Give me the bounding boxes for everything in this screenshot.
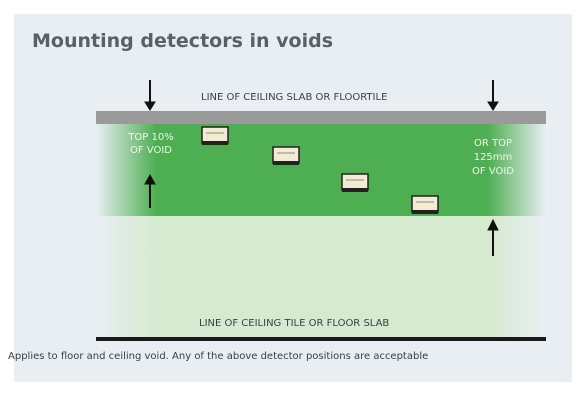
ceiling-slab-line [96, 111, 546, 124]
top-void-band [96, 124, 546, 216]
left-zone-label-2: OF VOID [130, 145, 172, 156]
right-zone-label-3: OF VOID [472, 166, 514, 177]
smoke-detector-icon [341, 173, 369, 192]
floor-slab-line [96, 337, 546, 341]
right-zone-label-2: 125mm [473, 152, 513, 163]
fade-left [96, 120, 156, 338]
arrow-up-icon [144, 173, 156, 208]
arrow-down-icon [144, 80, 156, 111]
left-zone-label-1: TOP 10% [128, 132, 174, 143]
smoke-detector-icon [201, 126, 229, 145]
smoke-detector-icon [272, 146, 300, 165]
smoke-detector-icon [411, 195, 439, 214]
arrow-up-icon [487, 218, 499, 256]
diagram-caption: Applies to floor and ceiling void. Any o… [8, 351, 429, 362]
diagram-title: Mounting detectors in voids [32, 30, 334, 52]
right-zone-label-1: OR TOP [473, 138, 512, 149]
bottom-line-label: LINE OF CEILING TILE OR FLOOR SLAB [199, 318, 390, 329]
top-line-label: LINE OF CEILING SLAB OR FLOORTILE [201, 92, 388, 103]
arrow-down-icon [487, 80, 499, 111]
